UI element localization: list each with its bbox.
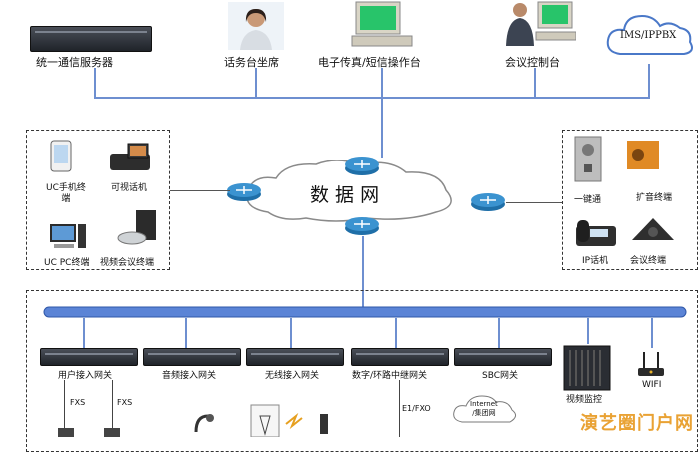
link-ims — [648, 64, 650, 98]
drop-wireless — [290, 318, 292, 348]
watermark: 演艺圈门户网 — [580, 413, 694, 434]
conference-terminal-icon — [632, 218, 674, 240]
top-bus — [94, 97, 650, 99]
drop-wifi — [651, 318, 653, 348]
fxs2-line — [112, 380, 113, 437]
one-key-label: 一键通 — [574, 195, 602, 205]
ip-phone-icon — [576, 220, 616, 246]
link-fax — [381, 68, 383, 158]
headset-icon — [194, 414, 214, 433]
e1-label: E1/FXO — [402, 404, 431, 413]
sbc-gateway-icon — [454, 348, 552, 366]
speaker-terminal-icon — [627, 141, 659, 169]
link-server — [94, 68, 96, 98]
router-left-icon — [227, 183, 261, 201]
agent-icon — [228, 2, 284, 50]
video-conf-label: 视频会议终端 — [100, 258, 155, 268]
analog-phone-2-icon — [104, 428, 120, 437]
ims-cloud-icon — [606, 14, 693, 55]
fax-workstation-icon — [351, 1, 413, 47]
audio-gateway-label: 音频接入网关 — [162, 371, 217, 381]
video-surveillance-label: 视频监控 — [566, 395, 603, 405]
wifi-label: WIFI — [642, 380, 662, 390]
audio-gateway-icon — [143, 348, 241, 366]
drop-audio — [185, 318, 187, 348]
link-left-box — [170, 190, 230, 191]
uc-mobile-label: UC手机终 端 — [46, 183, 86, 204]
ims-label: IMS/IPPBX — [620, 30, 677, 41]
uc-pc-label: UC PC终端 — [44, 258, 90, 268]
wireless-gateway-icon — [246, 348, 344, 366]
sbc-gateway-label: SBC网关 — [482, 371, 519, 381]
drop-digital — [395, 318, 397, 348]
left-terminal-group — [26, 130, 170, 270]
video-phone-icon — [110, 143, 150, 170]
fax-label: 电子传真/短信操作台 — [318, 56, 421, 69]
wifi-router-icon — [638, 352, 664, 376]
one-key-icon — [574, 136, 602, 182]
agent-label: 话务台坐席 — [224, 56, 279, 69]
drop-user — [83, 318, 85, 348]
digital-gateway-label: 数字/环路中继网关 — [352, 371, 428, 381]
backbone-bus — [43, 306, 687, 318]
speaker-label: 扩音终端 — [636, 193, 673, 203]
conf-console-label: 会议控制台 — [505, 56, 560, 69]
ip-phone-label: IP话机 — [582, 256, 609, 266]
router-right-icon — [471, 193, 505, 211]
wireless-tower-icon — [250, 404, 328, 437]
uc-pc-icon — [50, 224, 86, 248]
link-down-bus — [362, 236, 364, 310]
drop-video — [587, 318, 589, 344]
router-bottom-icon — [345, 217, 379, 235]
unified-server-icon — [30, 26, 152, 52]
fxs2-label: FXS — [117, 398, 133, 407]
link-conf — [534, 68, 536, 98]
link-agent — [255, 68, 257, 98]
digital-gateway-icon — [351, 348, 449, 366]
right-terminal-group — [562, 130, 698, 270]
data-network-label: 数 据 网 — [310, 184, 380, 206]
router-top-icon — [345, 157, 379, 175]
wireless-gateway-label: 无线接入网关 — [265, 371, 320, 381]
uc-mobile-icon — [50, 140, 72, 172]
user-gateway-icon — [40, 348, 138, 366]
analog-phone-icon — [58, 428, 74, 437]
server-label: 统一通信服务器 — [36, 56, 113, 69]
e1-line — [399, 380, 400, 437]
drop-sbc — [498, 318, 500, 348]
user-gateway-label: 用户接入网关 — [58, 371, 113, 381]
fxs1-line — [64, 380, 65, 437]
video-phone-label: 可视话机 — [111, 183, 148, 193]
fxs1-label: FXS — [70, 398, 86, 407]
conference-console-icon — [506, 1, 576, 46]
internet-cloud-icon — [453, 395, 516, 423]
conf-terminal-label: 会议终端 — [630, 256, 667, 266]
video-surveillance-icon — [563, 345, 611, 391]
internet-label: Internet /集团网 — [470, 400, 498, 417]
link-right-box — [506, 202, 562, 203]
video-conf-terminal-icon — [117, 210, 156, 245]
